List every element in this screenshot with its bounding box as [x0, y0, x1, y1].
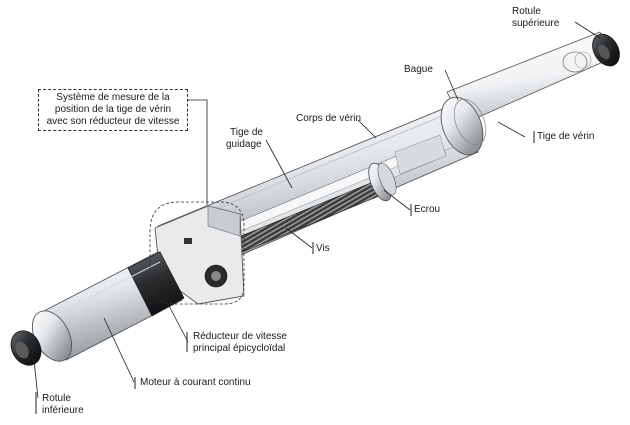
- moteur-part: [41, 251, 185, 361]
- label-rotule-superieure-2: supérieure: [512, 18, 560, 29]
- label-reducteur-1: Réducteur de vitesse: [193, 331, 287, 342]
- label-tige-de-guidage-1: Tige de: [230, 127, 263, 138]
- label-vis: Vis: [316, 243, 330, 254]
- label-ecrou: Ecrou: [414, 204, 441, 215]
- label-moteur: Moteur à courant continu: [140, 377, 251, 388]
- leader-lines: [33, 21, 601, 399]
- label-rotule-inferieure-2: inférieure: [42, 405, 84, 416]
- label-rotule-inferieure-1: Rotule: [42, 393, 71, 404]
- label-tige-de-verin: Tige de vérin: [537, 131, 595, 142]
- label-corps-de-verin: Corps de vérin: [296, 113, 362, 124]
- bague-part: [440, 96, 487, 156]
- label-bague: Bague: [404, 64, 433, 75]
- measurement-highlight: [149, 201, 245, 305]
- label-systeme-mesure-2: position de la tige de vérin: [54, 104, 172, 115]
- rotule-superieure-part: [592, 33, 620, 67]
- label-ticks: [35, 131, 535, 414]
- label-rotule-superieure-1: Rotule: [512, 6, 541, 17]
- label-systeme-mesure-3: avec son réducteur de vitesse: [46, 116, 180, 127]
- label-reducteur-2: principal épicycloïdal: [193, 343, 286, 354]
- gearbox-housing: [154, 205, 245, 305]
- measurement-system-callout-box: [38, 89, 188, 131]
- label-tige-de-guidage-2: guidage: [226, 139, 262, 150]
- label-systeme-mesure-1: Système de mesure de la: [56, 92, 170, 103]
- rotule-inferieure-part: [10, 310, 73, 366]
